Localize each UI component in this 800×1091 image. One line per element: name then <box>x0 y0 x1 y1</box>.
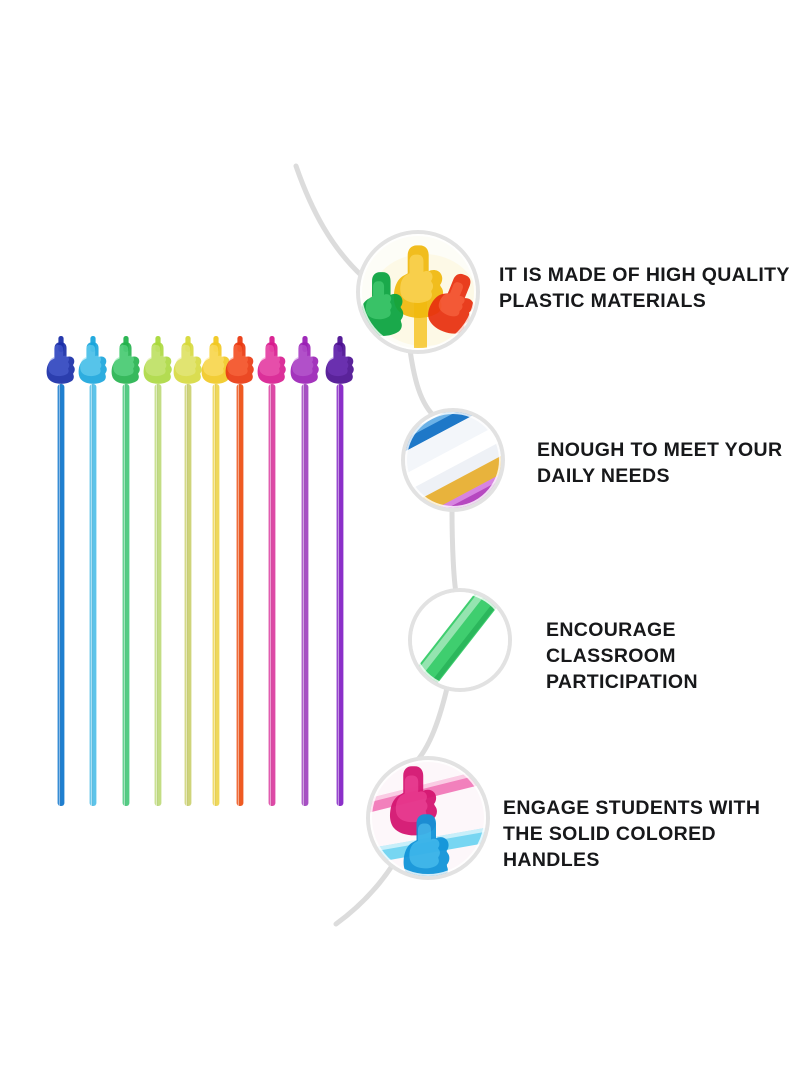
pointer-stick-6 <box>201 336 230 806</box>
callout-bubble-1 <box>356 230 480 354</box>
callout-bubble-3 <box>408 588 512 692</box>
pointer-stick-4 <box>143 336 172 806</box>
callout-connector-path <box>293 163 459 927</box>
pointer-stick-1 <box>46 336 75 806</box>
pointer-stick-5 <box>173 336 202 806</box>
pointer-stick-3 <box>111 336 140 806</box>
callout-label-participation: ENCOURAGE CLASSROOM PARTICIPATION <box>546 619 698 693</box>
pointer-stick-7 <box>225 336 254 806</box>
callout-label-quality: IT IS MADE OF HIGH QUALITY PLASTIC MATER… <box>499 264 790 312</box>
pointer-sticks-group <box>46 336 354 806</box>
pointer-stick-9 <box>290 336 319 806</box>
pointer-stick-10 <box>325 336 354 806</box>
callout-bubble-4 <box>366 756 490 880</box>
pointer-stick-8 <box>257 336 286 806</box>
callout-label-handles: ENGAGE STUDENTS WITH THE SOLID COLORED H… <box>503 797 761 871</box>
pointer-stick-2 <box>78 336 107 806</box>
callout-label-quantity: ENOUGH TO MEET YOUR DAILY NEEDS <box>537 439 783 487</box>
